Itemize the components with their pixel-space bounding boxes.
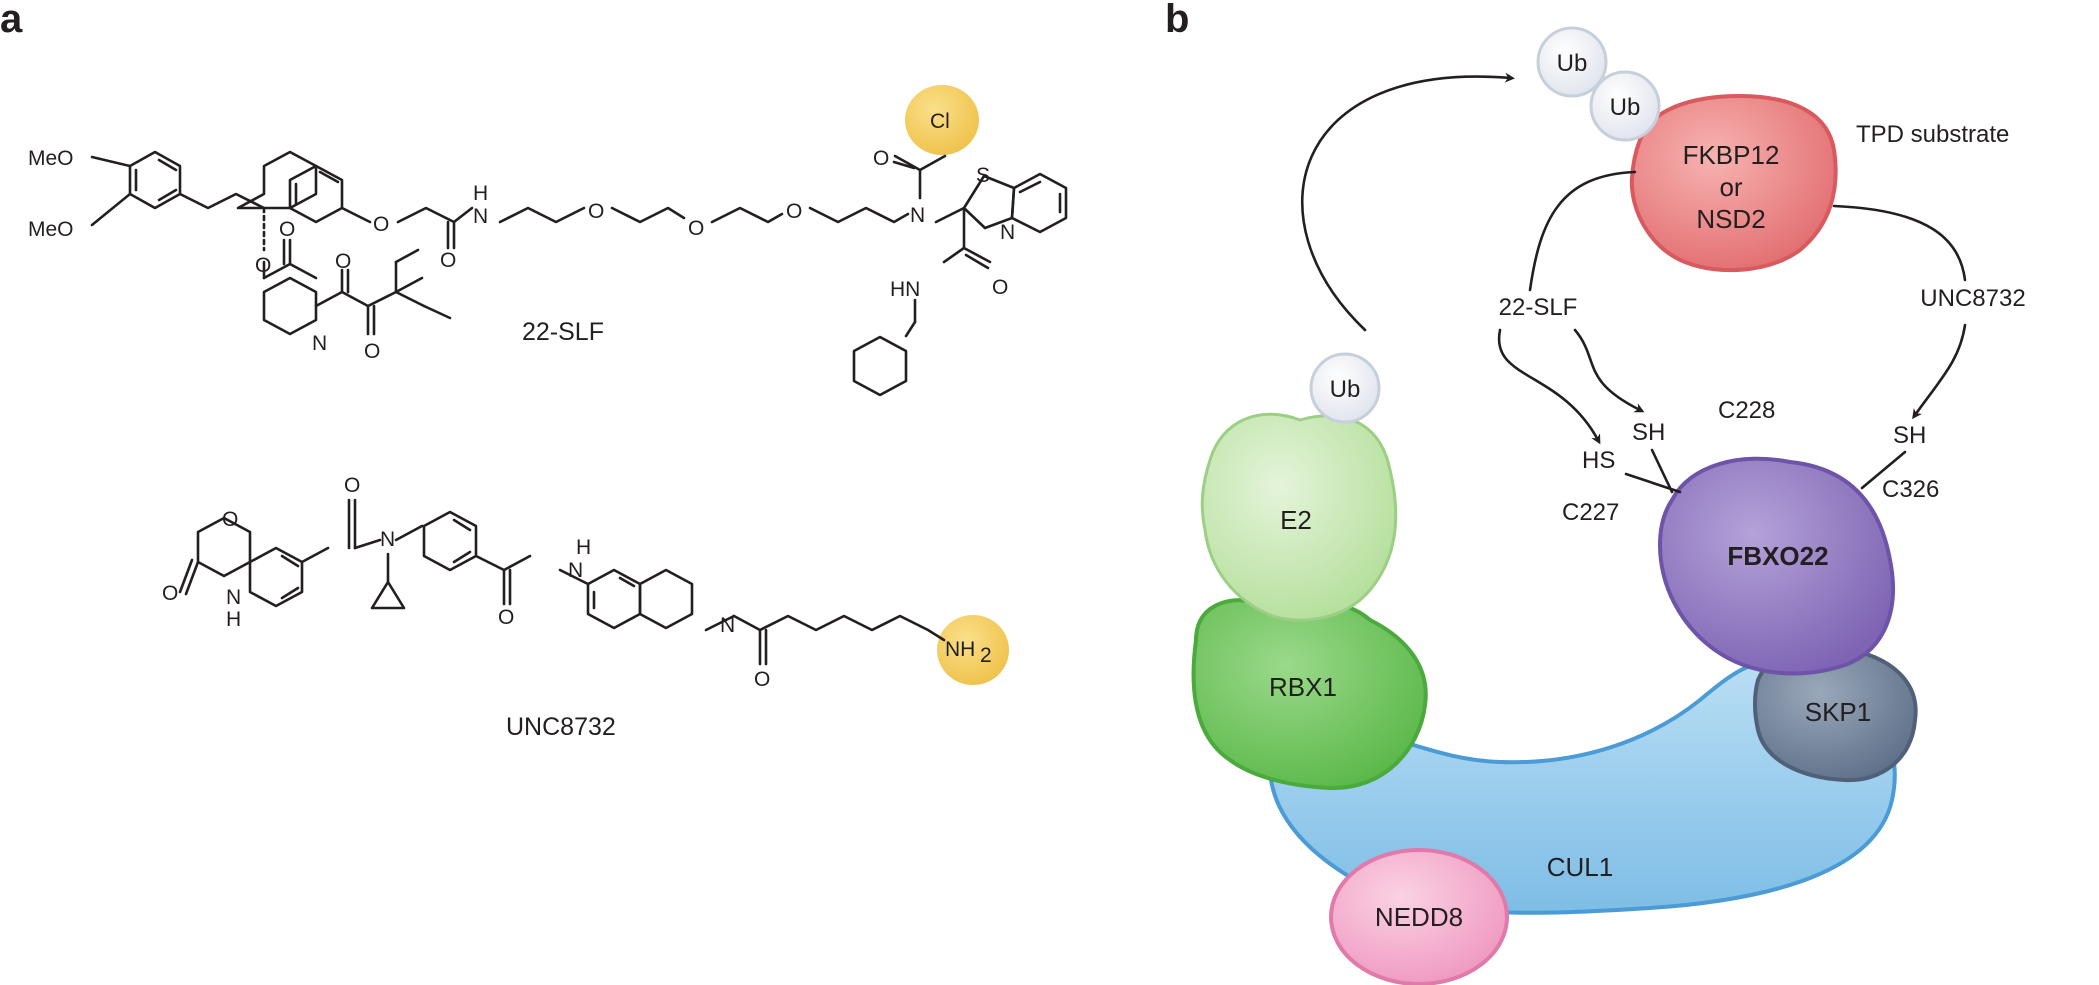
- atom-label-amide-n: N: [380, 528, 395, 551]
- c228-bond: [1650, 448, 1674, 494]
- atom-label-anilide-n: N: [568, 559, 583, 582]
- atom-label-anilide-h: H: [576, 536, 591, 559]
- compound-22-slf-structure: MeO MeO O O O O H N O O O N O Cl S N HN …: [28, 85, 1068, 397]
- compound-22-slf-name: 22-SLF: [522, 318, 604, 346]
- atom-label-pip-n: N: [312, 332, 327, 355]
- ub-circle-3: [1309, 352, 1381, 424]
- linker-22-slf-curve: [1528, 170, 1637, 292]
- atom-label-keto-o1: O: [335, 250, 351, 273]
- substrate-label-line2: or: [1719, 172, 1742, 202]
- panel-letter-a: a: [0, 0, 23, 41]
- amine-handle-highlight: [937, 615, 1009, 685]
- fbxo22-blob: [1657, 456, 1895, 676]
- atom-label-amide-o: O: [344, 474, 360, 497]
- compound-unc8732-structure: O O N H O N H N O N O NH 2: [162, 474, 1009, 691]
- atom-label-lactam-o: O: [162, 582, 178, 605]
- sh-c228-label: SH: [1632, 419, 1665, 446]
- ubiquitin-transfer-arrow: [1301, 72, 1515, 332]
- arrow-to-c326: [1912, 323, 1967, 420]
- arrow-to-c228: [1573, 328, 1645, 413]
- atom-label-amide-o: O: [440, 249, 456, 272]
- compound-unc8732-name: UNC8732: [506, 713, 616, 741]
- nedd8-label: NEDD8: [1375, 902, 1463, 932]
- fbxo22-label: FBXO22: [1727, 541, 1828, 571]
- ub-circle-1: [1536, 26, 1608, 98]
- atom-label-peg-o3: O: [786, 200, 802, 223]
- ligand-22-slf-label: 22-SLF: [1499, 294, 1578, 321]
- atom-label-ester-o: O: [255, 254, 271, 277]
- sh-c326-label: SH: [1893, 422, 1926, 449]
- panel-letter-b: b: [1165, 0, 1189, 41]
- chloro-warhead-highlight: [905, 85, 979, 155]
- atom-label-anilide-o: O: [498, 606, 514, 629]
- c227-label: C227: [1562, 499, 1619, 526]
- atom-label-peg-o2: O: [688, 217, 704, 240]
- c326-bond: [1860, 450, 1907, 490]
- atom-label-amide-n: N: [473, 205, 488, 228]
- substrate-blob: [1629, 93, 1838, 273]
- atom-label-ether-o: O: [373, 213, 389, 236]
- atom-label-hexanoyl-o: O: [754, 668, 770, 691]
- rbx1-label: RBX1: [1269, 672, 1337, 702]
- atom-label-hn: HN: [890, 278, 920, 301]
- atom-label-meo-top: MeO: [28, 147, 74, 170]
- tpd-substrate-label: TPD substrate: [1856, 121, 2009, 148]
- atom-label-nh2-sub: 2: [980, 644, 992, 667]
- ligand-unc8732-label: UNC8732: [1920, 285, 2025, 312]
- atom-label-amide-nh: H: [473, 182, 488, 205]
- skp1-label: SKP1: [1805, 697, 1872, 727]
- hs-c227-label: HS: [1582, 447, 1615, 474]
- atom-label-thiazole-n: N: [1000, 221, 1015, 244]
- atom-label-peg-o1: O: [588, 200, 604, 223]
- c227-bond: [1624, 472, 1682, 494]
- atom-label-keto-o2: O: [364, 340, 380, 363]
- atom-label-meo-bottom: MeO: [28, 218, 74, 241]
- ub-label-3: Ub: [1330, 376, 1361, 403]
- ub-circle-2: [1589, 70, 1661, 142]
- atom-label-thiazole-s: S: [976, 164, 990, 187]
- atom-label-benzylamide-o: O: [992, 276, 1008, 299]
- ub-label-2: Ub: [1610, 94, 1641, 121]
- substrate-label-line3: NSD2: [1696, 204, 1765, 234]
- substrate-label-line1: FKBP12: [1683, 140, 1780, 170]
- ub-label-1: Ub: [1557, 50, 1588, 77]
- atom-label-chloroacetyl-o: O: [873, 147, 889, 170]
- atom-label-ring-o: O: [222, 508, 238, 531]
- atom-label-lactam-n: N: [226, 586, 241, 609]
- cul1-label: CUL1: [1547, 852, 1613, 882]
- atom-label-carbonyl-o: O: [279, 218, 295, 241]
- atom-label-cl: Cl: [930, 110, 950, 133]
- arrow-to-c227: [1497, 328, 1601, 445]
- e2-blob: [1200, 412, 1398, 622]
- atom-label-nh2: NH: [945, 638, 975, 661]
- e2-label: E2: [1280, 505, 1312, 535]
- atom-label-lactam-h: H: [226, 608, 241, 631]
- c326-label: C326: [1882, 476, 1939, 503]
- nedd8-blob: [1329, 848, 1509, 985]
- linker-unc8732-curve: [1832, 204, 1967, 282]
- atom-label-tert-n: N: [910, 204, 925, 227]
- atom-label-thiq-n: N: [720, 614, 735, 637]
- c228-label: C228: [1718, 397, 1775, 424]
